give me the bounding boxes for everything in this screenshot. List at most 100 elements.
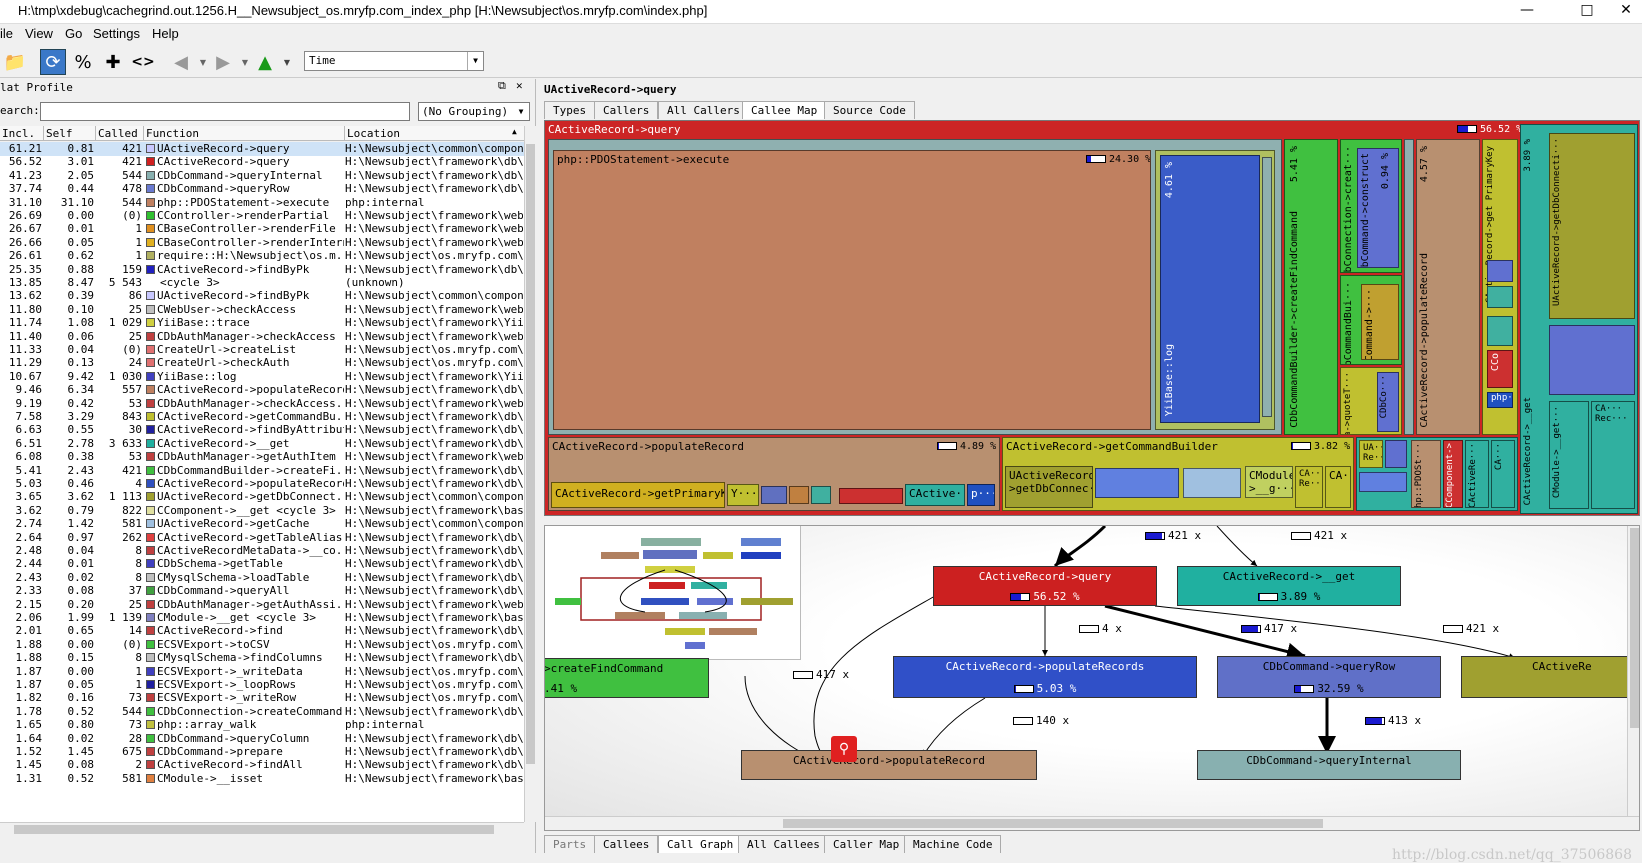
- graph-horizontal-scrollbar[interactable]: [545, 816, 1639, 830]
- menu-settings[interactable]: Settings: [93, 26, 140, 41]
- tab-callee-map[interactable]: Callee Map: [742, 101, 827, 119]
- menu-view[interactable]: View: [25, 26, 53, 41]
- grouping-select[interactable]: (No Grouping) ▼: [418, 102, 530, 121]
- back-dropdown-icon[interactable]: ▼: [199, 57, 207, 67]
- menu-help[interactable]: Help: [152, 26, 179, 41]
- callee-treemap[interactable]: CActiveRecord->query 56.52 % php::PDOSta…: [544, 120, 1640, 516]
- treemap-cmodule-get-right[interactable]: CModule->__get···: [1549, 401, 1589, 509]
- tab-all-callers[interactable]: All Callers: [658, 101, 749, 119]
- list-vertical-scrollbar[interactable]: [524, 126, 536, 822]
- treemap-misc-block[interactable]: CActive···: [905, 484, 965, 506]
- graph-node-populate-record[interactable]: CActiveRecord->populateRecord: [741, 750, 1037, 780]
- up-icon[interactable]: ▲: [258, 51, 272, 73]
- treemap-misc-block[interactable]: [761, 486, 787, 504]
- treemap-create-command[interactable]: CDbConnection->creat··· CDbCommand->cons…: [1340, 139, 1402, 273]
- treemap-misc-block[interactable]: CA··· Rec···: [1591, 401, 1635, 509]
- list-horizontal-scrollbar[interactable]: [0, 822, 524, 836]
- treemap-pdo-execute[interactable]: php::PDOStatement->execute 24.30 %: [553, 150, 1151, 430]
- graph-vertical-scrollbar[interactable]: [1627, 526, 1639, 816]
- percent-icon[interactable]: %: [74, 51, 92, 73]
- move-icon[interactable]: ✚: [105, 51, 121, 73]
- treemap-misc-block[interactable]: CCo: [1487, 350, 1513, 388]
- treemap-pdo-execute-frame[interactable]: php::PDOStatement->execute 24.30 % 4.61 …: [548, 139, 1282, 435]
- scroll-thumb[interactable]: [526, 144, 535, 764]
- forward-dropdown-icon[interactable]: ▼: [241, 57, 249, 67]
- treemap-misc-block[interactable]: [839, 488, 903, 504]
- treemap-cdbcommand[interactable]: CDbCommand->···: [1361, 284, 1399, 360]
- treemap-misc-block[interactable]: [1487, 316, 1513, 346]
- treemap-misc-block[interactable]: php::PDOSt···: [1411, 440, 1441, 508]
- treemap-misc-block[interactable]: Y···: [727, 484, 759, 506]
- zoom-search-icon[interactable]: ⚲: [831, 736, 857, 762]
- tab-machine-code[interactable]: Machine Code: [904, 835, 1002, 853]
- treemap-get-db-connection[interactable]: UActiveRecord->getDbConnec···: [1005, 466, 1093, 508]
- graph-node-populate-records[interactable]: CActiveRecord->populateRecords 5.03 %: [893, 656, 1197, 698]
- float-panel-icon[interactable]: ⧉: [498, 79, 506, 92]
- menu-go[interactable]: Go: [65, 26, 83, 41]
- treemap-populate-record[interactable]: CActiveRecord->populateRecord 4.89 % CAc…: [548, 437, 1000, 511]
- treemap-schema-quote[interactable]: CDb Schema->quoteT··· CDbCo···: [1340, 367, 1402, 435]
- graph-node-query-row[interactable]: CDbCommand->queryRow 32.59 %: [1217, 656, 1441, 698]
- tab-call-graph[interactable]: Call Graph: [658, 835, 743, 853]
- treemap-misc-block[interactable]: [1359, 472, 1407, 492]
- minimize-icon[interactable]: —: [1520, 2, 1534, 18]
- open-folder-icon[interactable]: 📁: [3, 51, 27, 73]
- column-called[interactable]: Called: [96, 126, 144, 141]
- treemap-misc-block[interactable]: [1183, 468, 1241, 498]
- up-dropdown-icon[interactable]: ▼: [283, 57, 291, 67]
- column-incl[interactable]: Incl.: [0, 126, 44, 141]
- menu-file[interactable]: ile: [0, 26, 14, 41]
- tab-parts[interactable]: Parts: [544, 835, 596, 853]
- tab-source-code[interactable]: Source Code: [824, 101, 915, 119]
- treemap-populate-record-right[interactable]: 4.57 % CActiveRecord->populateRecord: [1416, 139, 1480, 435]
- treemap-get-primary-key-right[interactable]: CActiveRecord->get PrimaryKey CCo php··: [1482, 139, 1518, 435]
- cost-type-select[interactable]: Time ▼: [304, 51, 484, 71]
- cycle-detection-icon[interactable]: <>: [131, 54, 155, 70]
- treemap-misc-block[interactable]: [1487, 260, 1513, 282]
- treemap-misc-block[interactable]: [811, 486, 831, 504]
- treemap-cmodule-get[interactable]: CModule->__g···: [1245, 466, 1293, 498]
- treemap-bottom-right-group[interactable]: UA··· Re··· php::PDOSt··· CComponent-> C…: [1356, 437, 1518, 511]
- treemap-misc-block[interactable]: CActiveRe···: [1465, 440, 1489, 508]
- graph-node-query[interactable]: CActiveRecord->query 56.52 %: [933, 566, 1157, 606]
- tab-all-callees[interactable]: All Callees: [738, 835, 829, 853]
- treemap-cdbco[interactable]: CDbCo···: [1377, 372, 1399, 432]
- tab-callees[interactable]: Callees: [594, 835, 659, 853]
- tab-callers[interactable]: Callers: [594, 101, 659, 119]
- scroll-thumb[interactable]: [783, 819, 1323, 828]
- treemap-construct[interactable]: CDbCommand->construct 0.94 %: [1357, 148, 1399, 268]
- scroll-thumb[interactable]: [1630, 528, 1639, 728]
- treemap-cactiverecord-get[interactable]: 3.89 % CActiveRecord->__get UActiveRecor…: [1520, 124, 1638, 514]
- treemap-misc-block[interactable]: [1549, 325, 1635, 395]
- treemap-misc-block[interactable]: [1404, 139, 1414, 435]
- column-location[interactable]: Location: [347, 127, 400, 140]
